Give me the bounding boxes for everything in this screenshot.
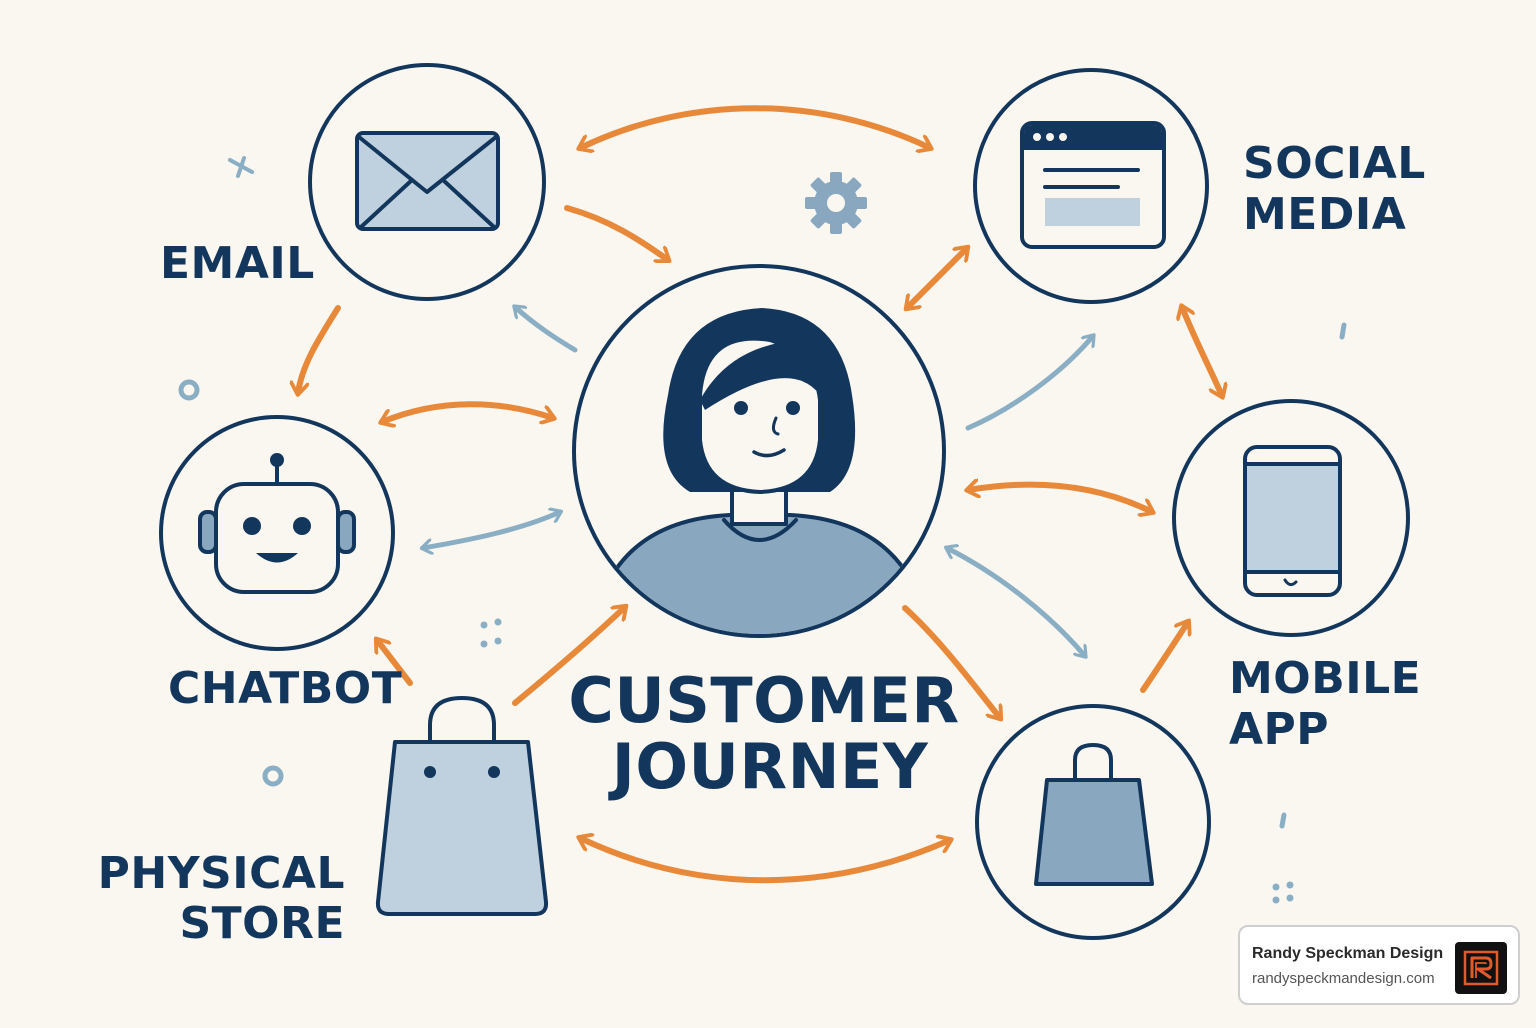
arrow-customer-bag-blue	[947, 548, 1085, 656]
arrow-bag-mobile	[1140, 622, 1188, 693]
orange-arrows	[298, 105, 1222, 884]
arrow-customer-social-blue	[965, 336, 1093, 431]
gear-icon	[805, 172, 867, 234]
arrow-social-customer	[907, 248, 967, 308]
physical-store-bag-icon	[375, 696, 549, 916]
social-media-label-line2: MEDIA	[1243, 189, 1406, 240]
arrow-customer-bag	[902, 605, 1000, 718]
arrow-customer-mobile	[968, 485, 1152, 512]
badge-name: Randy Speckman Design	[1252, 945, 1444, 962]
browser-window-icon	[1020, 121, 1166, 249]
arrow-store-customer	[512, 607, 625, 706]
robot-icon	[198, 453, 356, 594]
email-label: EMAIL	[160, 238, 315, 289]
arrow-social-mobile	[1182, 307, 1222, 396]
center-title-line2: JOURNEY	[608, 730, 929, 803]
smartphone-icon	[1243, 445, 1342, 597]
badge-logo-icon	[1455, 942, 1507, 994]
designer-badge[interactable]: Randy Speckman Design randyspeckmandesig…	[1238, 925, 1520, 1005]
arrow-customer-email-blue	[515, 307, 578, 353]
arrow-email-social	[580, 105, 930, 148]
mobile-app-label-line2: APP	[1229, 704, 1329, 755]
arrow-chatbot-customer	[382, 401, 553, 422]
arrow-email-chatbot	[298, 305, 341, 393]
arrow-email-customer	[564, 205, 668, 260]
chatbot-label: CHATBOT	[168, 663, 402, 714]
social-media-label-line1: SOCIAL	[1243, 138, 1426, 189]
badge-url[interactable]: randyspeckmandesign.com	[1252, 970, 1435, 987]
physical-store-label-line2: STORE	[179, 898, 345, 949]
arrow-store-chatbot	[377, 640, 413, 686]
shopping-bag-icon	[1034, 743, 1154, 886]
arrow-chatbot-customer-blue	[423, 512, 560, 548]
physical-store-label-line1: PHYSICAL	[98, 848, 345, 899]
decorations	[178, 156, 1347, 904]
arrow-store-bag	[580, 838, 950, 884]
mobile-app-label-line1: MOBILE	[1229, 653, 1421, 704]
blue-arrows	[423, 307, 1093, 656]
envelope-icon	[355, 131, 500, 231]
center-title-line1: CUSTOMER	[568, 664, 959, 737]
